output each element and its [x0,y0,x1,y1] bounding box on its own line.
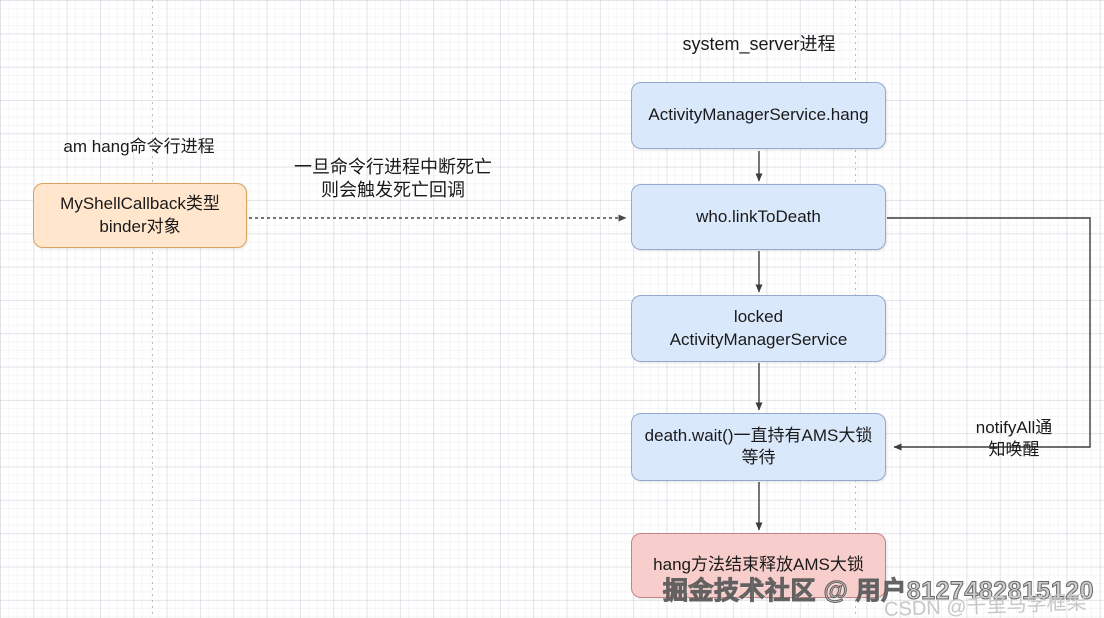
node-label: death.wait()一直持有AMS大锁 等待 [644,425,873,467]
node-myshellcallback-binder: MyShellCallback类型 binder对象 [33,183,247,248]
node-label: hang方法结束释放AMS大锁 [653,555,864,575]
title-system-server-process: system_server进程 [682,34,836,54]
node-label: MyShellCallback类型 binder对象 [60,194,220,236]
node-hang-release-ams-lock: hang方法结束释放AMS大锁 [631,533,886,598]
node-death-wait: death.wait()一直持有AMS大锁 等待 [631,413,886,481]
node-label: locked ActivityManagerService [669,307,848,349]
title-am-hang-process: am hang命令行进程 [63,137,215,156]
edge-label-death-callback: 一旦命令行进程中断死亡 则会触发死亡回调 [294,157,492,201]
node-label: who.linkToDeath [696,206,821,226]
edge-label-notifyall: notifyAll通知唤醒 [975,418,1053,460]
node-activitymanagerservice-hang: ActivityManagerService.hang [631,82,886,149]
node-label: ActivityManagerService.hang [648,105,869,125]
node-who-linktodeath: who.linkToDeath [631,184,886,250]
arrow-notifyall-loop [887,217,1091,451]
node-locked-activitymanagerservice: locked ActivityManagerService [631,295,886,362]
